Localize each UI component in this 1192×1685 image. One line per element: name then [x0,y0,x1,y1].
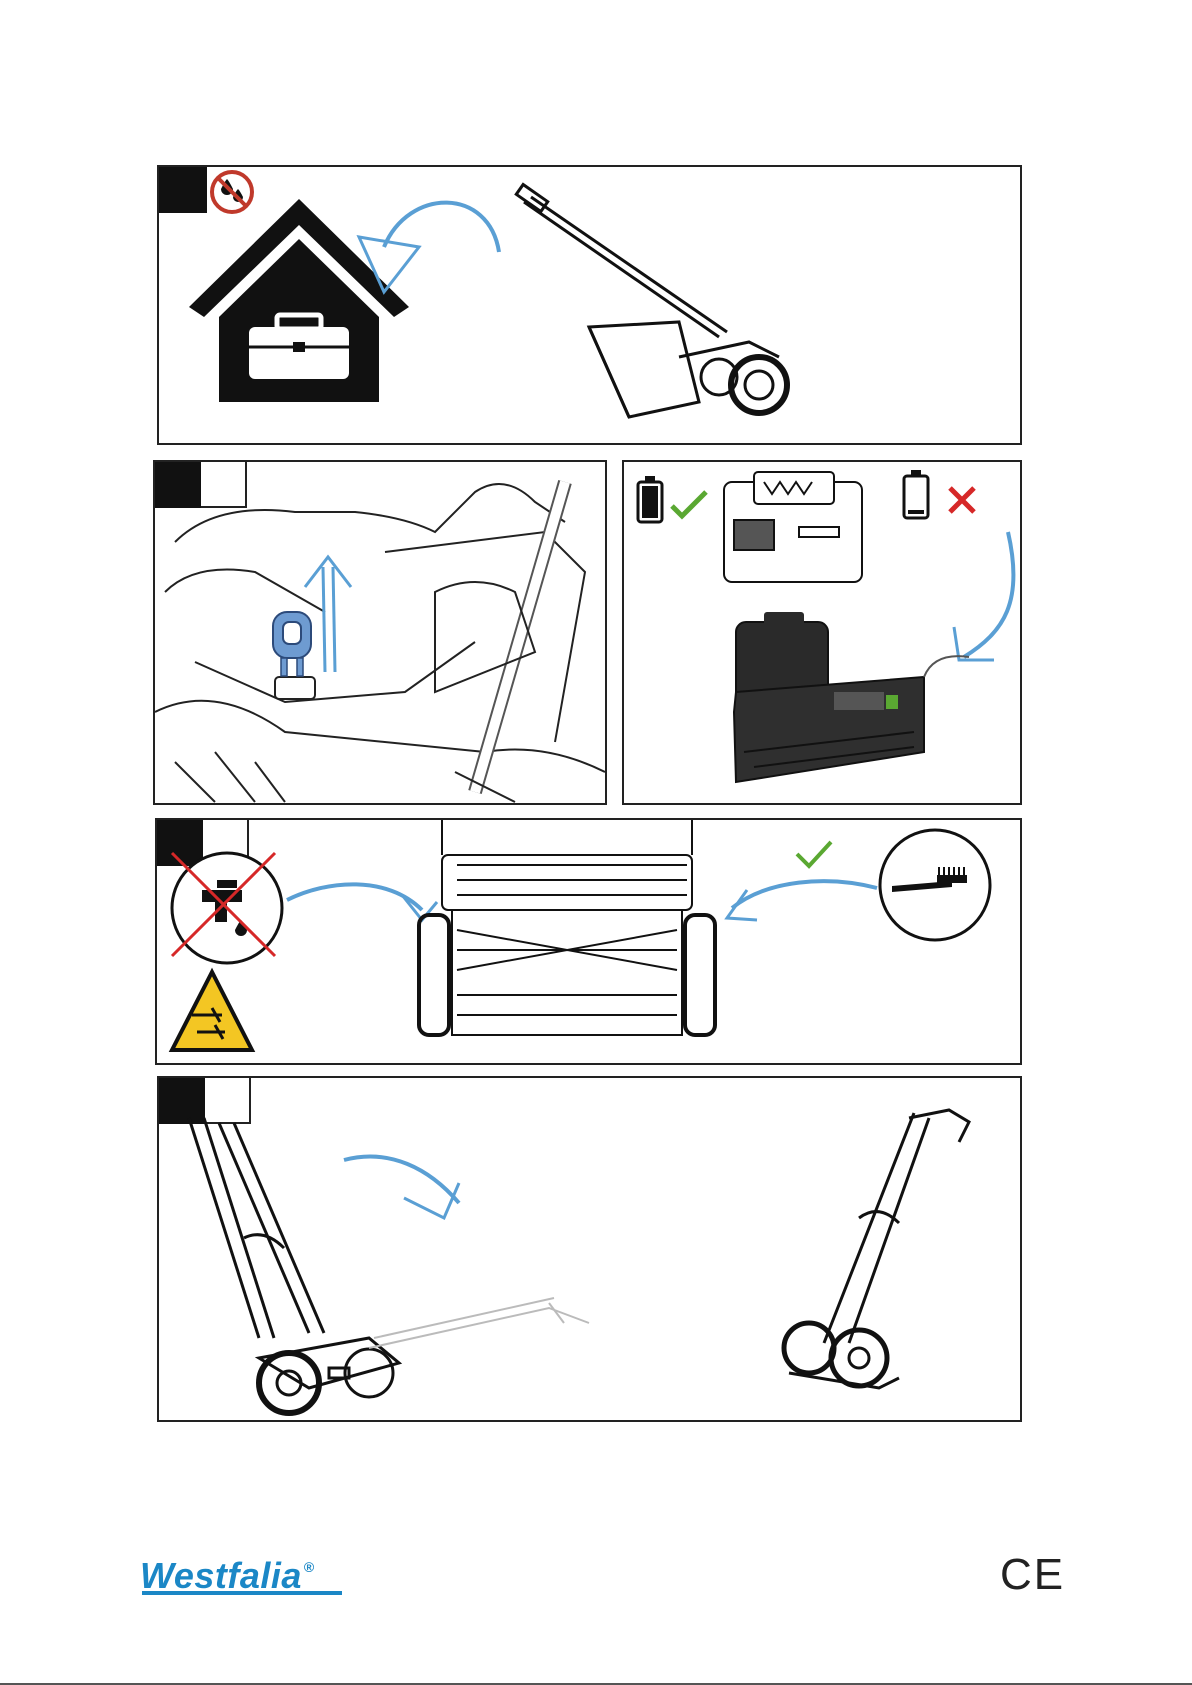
check-icon [797,842,831,866]
no-moisture-icon [212,172,252,212]
brand-name: Westfalia [140,1555,302,1596]
battery-full-icon [638,476,662,522]
mower-upright-illustration [784,1110,969,1388]
panel-safety-key [153,460,607,805]
charger-illustration [734,612,969,782]
lawn-scarifier-illustration [516,184,787,417]
mower-housing-illustration [155,482,605,802]
ce-mark: CE [1000,1550,1065,1600]
battery-low-icon [904,470,928,518]
battery-charging-illustration [624,462,1022,805]
curved-arrow-icon [344,1157,459,1203]
up-arrow-icon [305,557,351,672]
no-water-tap-icon [172,853,282,963]
panel-cleaning [155,818,1022,1065]
brush-icon [880,830,990,940]
battery-pack-illustration [724,472,862,582]
safety-key-icon [273,612,311,676]
registered-mark: ® [304,1559,315,1575]
house-icon [189,199,409,402]
mower-unfolded-ghost [369,1298,589,1348]
warning-sign-icon [172,972,252,1050]
cross-icon [950,488,974,512]
check-icon [672,492,706,516]
panel-battery [622,460,1022,805]
panel-storage [157,165,1022,445]
mower-unfolded-illustration [189,1118,399,1413]
curved-arrow-icon [732,881,877,908]
cleaning-illustration [157,820,1022,1065]
folding-illustration [159,1078,1022,1422]
curved-arrow-icon [964,532,1014,657]
storage-illustration [159,167,1022,445]
brand-underline [142,1591,342,1595]
curved-arrow-icon [287,884,422,910]
safety-key-illustration [155,462,607,805]
roller-front-illustration [419,820,715,1035]
panel-folding [157,1076,1022,1422]
